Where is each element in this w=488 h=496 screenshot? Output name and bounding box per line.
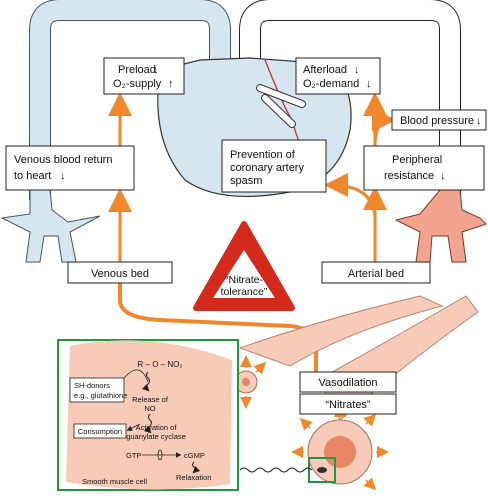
svg-text:Peripheral: Peripheral [392,154,442,166]
zoom-marker [308,457,336,483]
svg-text:Consumption: Consumption [78,427,122,436]
prevention-box: Prevention of coronary artery spasm [221,139,327,193]
svg-text:Afterload: Afterload [303,64,347,76]
svg-text:O₂-supply: O₂-supply [113,78,162,90]
arterial-bed-box: Arterial bed [321,261,431,284]
svg-text:Smooth muscle cell: Smooth muscle cell [82,477,147,486]
svg-text:↓: ↓ [476,115,482,127]
zoom-connector [239,467,313,473]
svg-text:O₂-demand: O₂-demand [303,78,359,90]
venous-return-box: Venous blood return to heart ↓ [5,145,135,191]
svg-text:cGMP: cGMP [184,451,205,460]
svg-text:Blood pressure: Blood pressure [400,115,474,127]
svg-text:GTP: GTP [126,451,141,460]
svg-text:Arterial bed: Arterial bed [348,268,404,280]
svg-text:“Nitrates”: “Nitrates” [325,399,371,411]
svg-text:Release of: Release of [132,395,169,404]
svg-text:“Nitrate-: “Nitrate- [225,274,263,286]
vasodilation-box: Vasodilation [299,371,397,393]
sh-donors-box: SH-donors e.g., glutathione [69,377,127,403]
preload-box: Preload ↓ O₂-supply ↑ [103,57,185,95]
svg-text:Venous bed: Venous bed [91,268,149,280]
svg-text:↑: ↑ [168,78,174,90]
arterial-vessel [239,0,487,263]
svg-text:spasm: spasm [230,175,262,187]
svg-text:Relaxation: Relaxation [176,473,211,482]
svg-text:Vasodilation: Vasodilation [318,377,377,389]
blood-pressure-box: Blood pressure ↓ [391,109,487,131]
svg-text:coronary artery: coronary artery [230,162,304,174]
svg-text:↓: ↓ [354,64,360,76]
svg-text:↓: ↓ [366,78,372,90]
nitrates-box: “Nitrates” [299,393,397,415]
consumption-box: Consumption [73,423,127,439]
svg-text:Venous blood return: Venous blood return [14,154,112,166]
svg-text:↓: ↓ [60,170,66,182]
svg-text:Activation of: Activation of [136,423,178,432]
afterload-box: Afterload ↓ O₂-demand ↓ [295,57,381,95]
mechanism-inset: R – O – NO₂ SH-donors e.g., glutathione … [57,339,239,491]
svg-text:Preload: Preload [118,64,156,76]
svg-text:R – O – NO₂: R – O – NO₂ [138,360,183,369]
svg-text:NO: NO [144,404,155,413]
svg-text:resistance: resistance [384,170,434,182]
svg-text:e.g., glutathione: e.g., glutathione [74,391,127,400]
nitrate-tolerance-warning: “Nitrate- tolerance” [193,221,295,311]
svg-text:guanylate cyclase: guanylate cyclase [126,432,186,441]
peripheral-box: Peripheral resistance ↓ [363,145,485,191]
svg-text:Prevention of: Prevention of [230,149,296,161]
svg-text:↓: ↓ [440,170,446,182]
svg-text:↓: ↓ [153,64,159,76]
venous-vessel [0,0,231,263]
svg-text:SH-donors: SH-donors [74,381,110,390]
svg-text:to heart: to heart [14,170,51,182]
svg-text:tolerance”: tolerance” [221,286,268,298]
venous-bed-box: Venous bed [67,261,173,284]
